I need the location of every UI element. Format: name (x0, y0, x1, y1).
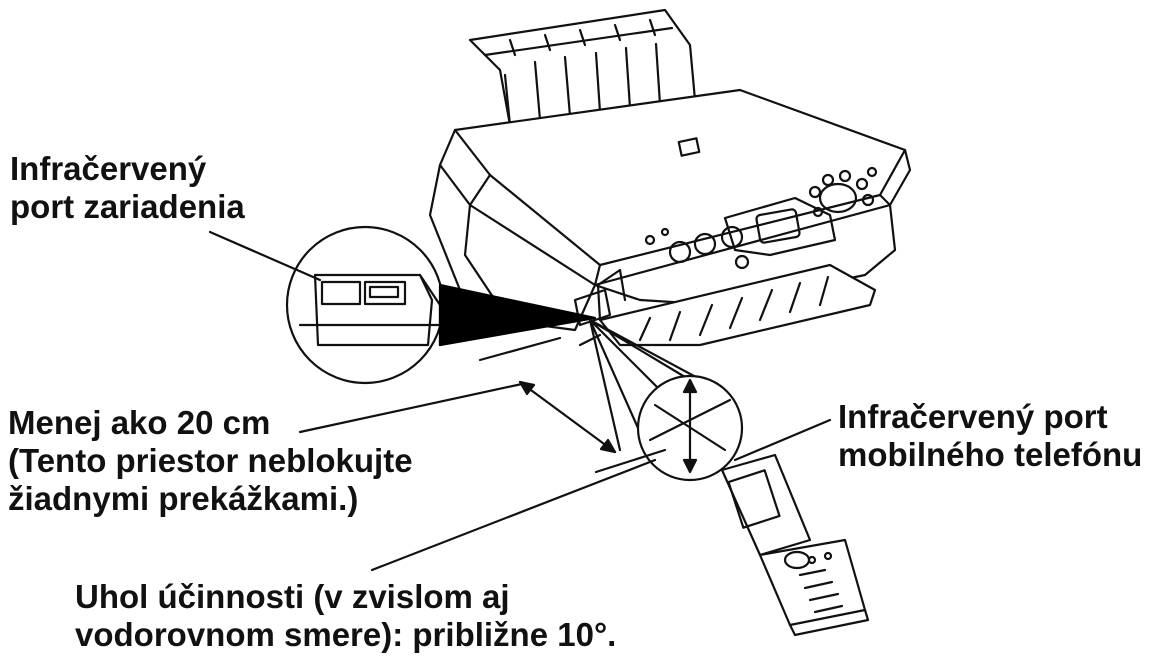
mobile-phone (720, 453, 870, 637)
ir-port-inset (285, 225, 445, 385)
device-ir-port-label-line-1: Infračervený (10, 150, 207, 187)
effective-angle-label-line-2: vodorovnom smere): približne 10°. (75, 616, 617, 653)
distance-label-line-1: Menej ako 20 cm (8, 404, 271, 441)
ir-beam (578, 318, 722, 457)
leader-lines (208, 230, 832, 572)
device-ir-port-label: Infračervený port zariadenia (10, 150, 245, 226)
device-ir-port-label-line-2: port zariadenia (10, 188, 245, 225)
distance-label-line-3: žiadnymi prekážkami.) (8, 480, 359, 517)
distance-label-line-2: (Tento priestor neblokujte (8, 442, 413, 479)
distance-label: Menej ako 20 cm (Tento priestor neblokuj… (8, 404, 413, 518)
phone-ir-port-label-line-2: mobilného telefónu (838, 436, 1143, 473)
magnify-wedge (438, 283, 597, 347)
printer-body (428, 88, 912, 347)
phone-ir-port-label: Infračervený port mobilného telefónu (838, 398, 1142, 474)
effective-angle-label: Uhol účinnosti (v zvislom aj vodorovnom … (75, 578, 616, 654)
effective-angle-label-line-1: Uhol účinnosti (v zvislom aj (75, 578, 510, 615)
phone-ir-port-label-line-1: Infračervený port (838, 398, 1108, 435)
effective-angle-circle (636, 374, 744, 482)
distance-dimension (478, 336, 667, 474)
